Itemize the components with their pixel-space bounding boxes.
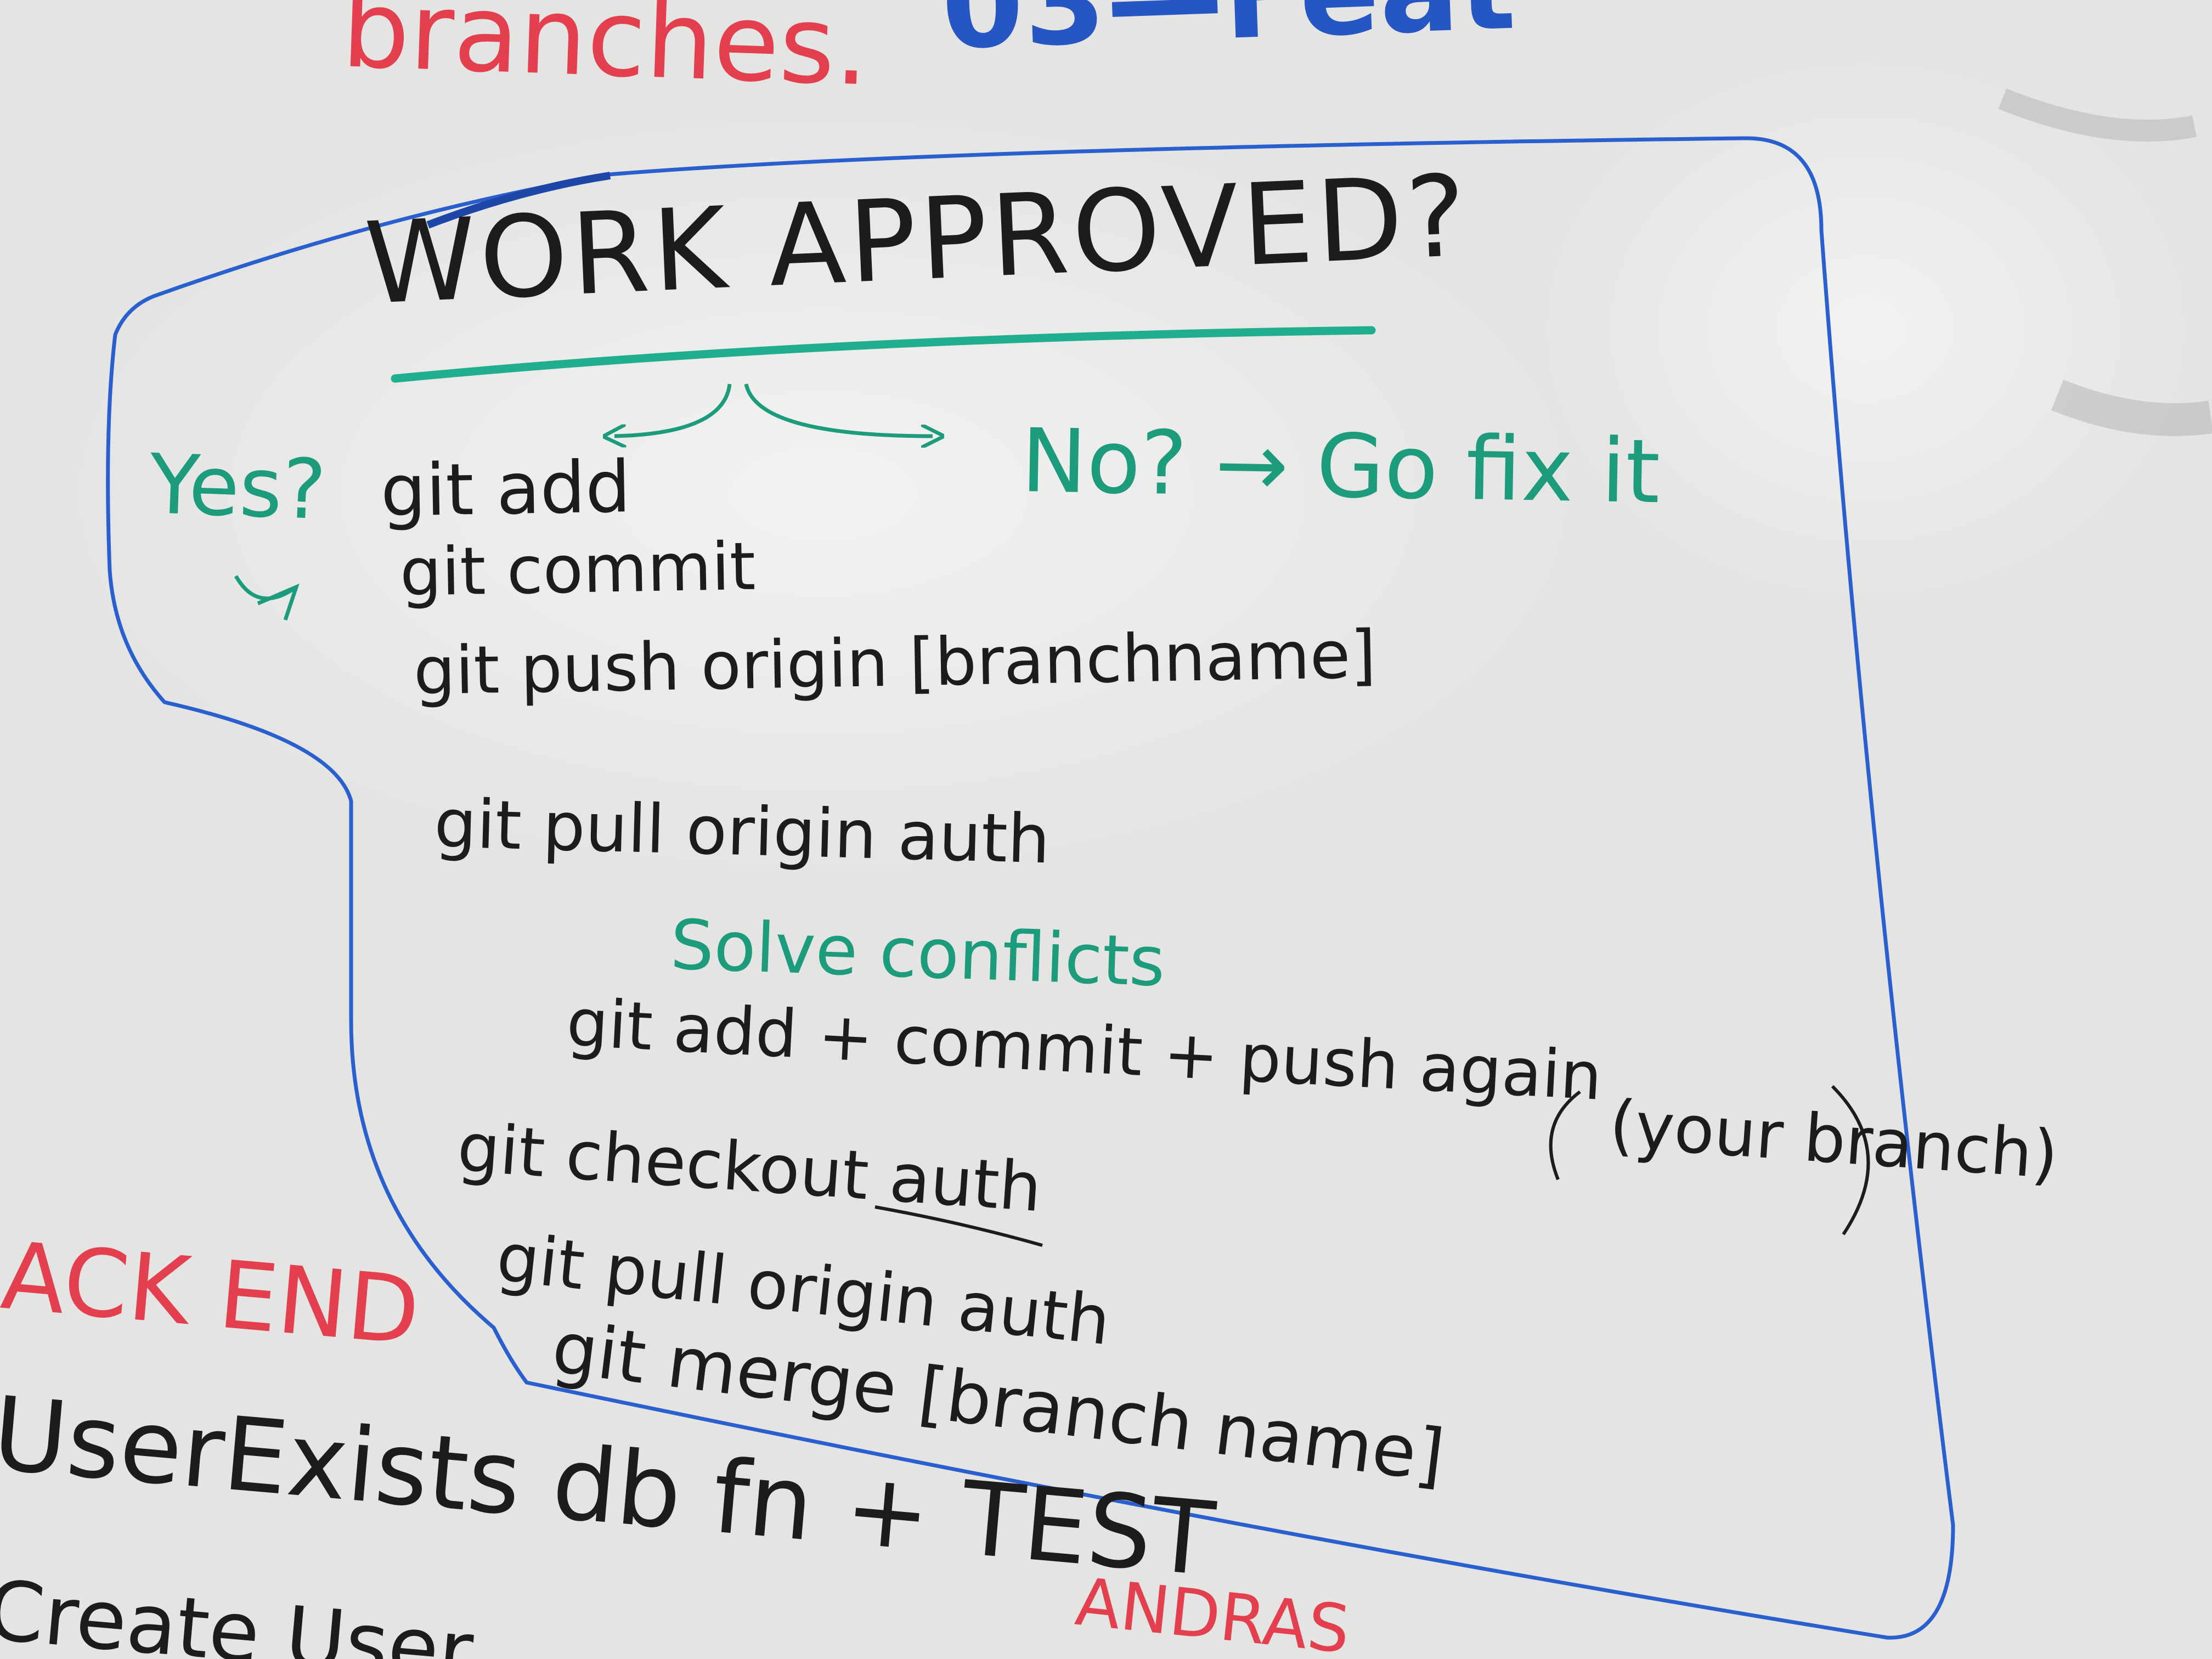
branch-arrow-right xyxy=(744,383,933,436)
step-git-add: git add xyxy=(380,445,631,533)
step-git-push: git push origin [branchname] xyxy=(413,617,1377,710)
back-end-heading: BACK END xyxy=(0,1216,424,1367)
smudge xyxy=(1998,88,2197,142)
smudge xyxy=(2051,380,2212,436)
step-add-commit-push: git add + commit + push again xyxy=(565,985,1604,1115)
task-create-user: Create User xyxy=(0,1562,477,1659)
step-git-checkout: git checkout auth xyxy=(455,1108,1045,1227)
step-git-commit: git commit xyxy=(399,528,757,611)
task-assignee: ANDRAS xyxy=(1072,1564,1353,1659)
step-git-pull: git pull origin auth xyxy=(433,785,1051,879)
step-solve-conflicts: Solve conflicts xyxy=(669,905,1167,1002)
branches-heading: branches. xyxy=(340,0,872,110)
no-branch-label: No? → Go fix it xyxy=(1020,409,1661,523)
box-title: WORK APPROVED? xyxy=(362,151,1472,330)
partial-blue-heading: 03—Feat xyxy=(939,0,1517,76)
yes-return-arrow-icon xyxy=(234,575,300,621)
branch-arrow-left xyxy=(614,383,732,436)
title-underline xyxy=(391,326,1376,383)
yes-branch-label: Yes? xyxy=(148,437,328,539)
step-your-branch-note: (your branch) xyxy=(1607,1086,2061,1194)
